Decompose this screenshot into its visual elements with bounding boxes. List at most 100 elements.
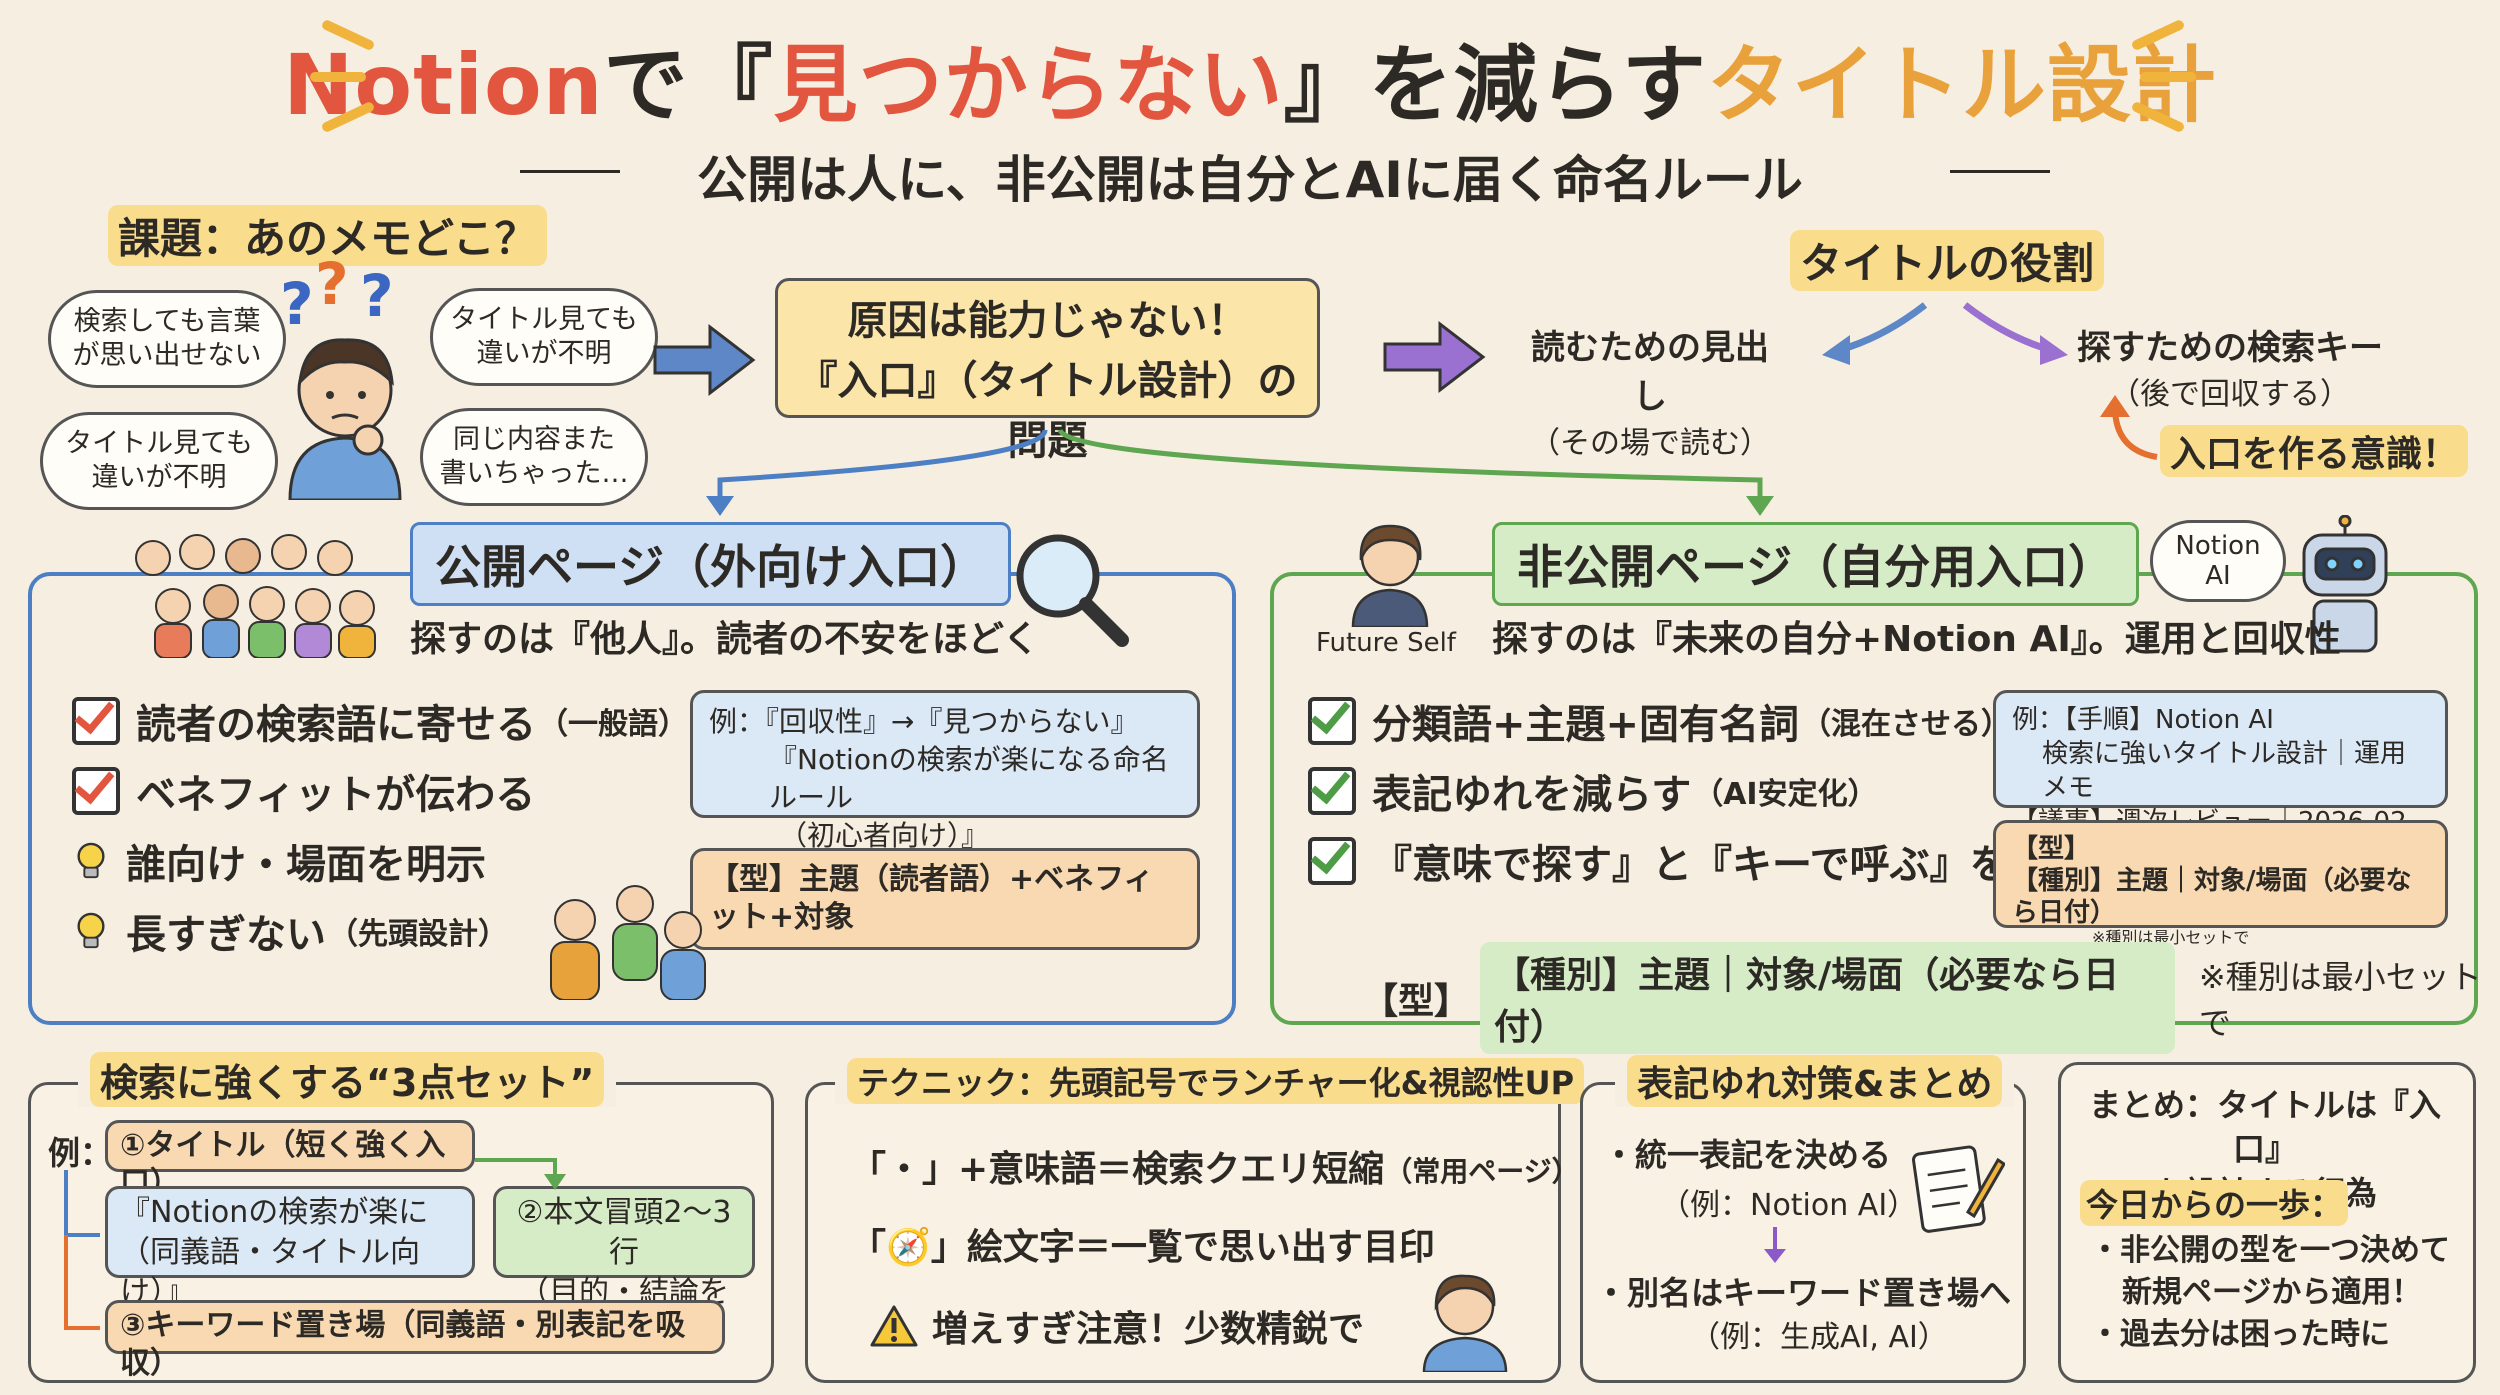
public-item-text: 誰向け・場面を明示: [126, 842, 486, 888]
role-heading-text: タイトルの役割: [1790, 230, 2105, 291]
private-heading: 非公開ページ（自分用入口）: [1492, 522, 2140, 606]
search-role-title: 探すための検索キー: [2077, 328, 2383, 368]
technique-line1-note: （常用ページ）: [1384, 1155, 1580, 1188]
thought-bubble: タイトル見ても 違いが不明: [40, 412, 278, 510]
technique-line2-text: 絵文字＝一覧で思い出す目印: [966, 1227, 1435, 1268]
question-mark-icon: ?: [280, 270, 314, 338]
read-role-sub: （その場で読む）: [1530, 426, 1770, 461]
three-set-heading-text: 検索に強くする“3点セット”: [90, 1052, 605, 1107]
thinking-person-icon: [1422, 1274, 1508, 1372]
technique-line3-text: 増えすぎ注意！少数精鋭で: [932, 1309, 1365, 1350]
three-set-connector-arrows: [64, 1158, 566, 1330]
summary-line1: まとめ：タイトルは『入口』: [2088, 1086, 2441, 1168]
public-heading: 公開ページ（外向け入口）: [410, 522, 1012, 606]
private-template-label: 【型】: [2012, 834, 2091, 864]
crowd-icon: [135, 534, 376, 658]
subtitle: 公開は人に、非公開は自分とAIに届く命名ルール: [697, 151, 1803, 209]
subtitle-rule-right: [1950, 170, 2050, 173]
three-set-step1: ①タイトル（短く強く入口）: [105, 1120, 475, 1201]
read-role: 読むための見出し （その場で読む）: [1520, 320, 1780, 462]
problem-heading: 課題：あのメモどこ？: [108, 205, 547, 266]
check-icon: [72, 767, 120, 815]
lightbulb-icon: [77, 842, 105, 879]
future-self-person-icon: [1351, 524, 1429, 627]
thought-bubble: タイトル見ても 違いが不明: [430, 288, 658, 386]
search-role: 探すための検索キー （後で回収する）: [2060, 320, 2400, 413]
title-de: で『: [603, 36, 774, 134]
technique-heading-text: テクニック：先頭記号でランチャー化&視認性UP: [847, 1058, 1585, 1104]
variation-heading-text: 表記ゆれ対策&まとめ: [1627, 1055, 2003, 1107]
discussion-people-icon: [550, 885, 706, 1000]
summary-step-heading-text: 今日からの一歩：: [2080, 1180, 2349, 1226]
variation-card: [1580, 1082, 2026, 1383]
three-set-step1-detail: 『Notionの検索が楽に （同義語・タイトル向け）』: [105, 1186, 475, 1310]
private-item-note: （AI安定化）: [1693, 777, 1878, 812]
public-item-text: 長すぎない: [126, 912, 326, 958]
public-item: 長すぎない（先頭設計）: [72, 902, 508, 960]
public-item: ベネフィットが伝わる: [72, 762, 535, 820]
public-item-text: 読者の検索語に寄せる: [136, 702, 536, 748]
technique-card: [805, 1082, 1561, 1383]
arrow-right-icon: [1383, 320, 1486, 394]
subtitle-rule-left: [520, 170, 620, 173]
private-bottom-template-text: 【種別】主題｜対象/場面（必要なら日付）: [1480, 942, 2175, 1054]
summary-step2: ・過去分は困った時に: [2090, 1317, 2390, 1352]
variation-heading: 表記ゆれ対策&まとめ: [1615, 1055, 2015, 1107]
summary-step-heading: 今日からの一歩：: [2080, 1180, 2349, 1226]
private-example-box: 例：【手順】Notion AI 検索に強いタイトル設計｜運用メモ 【議事】週次レ…: [1993, 690, 2448, 871]
arrow-up-icon: [2100, 395, 2158, 460]
variation-point2: ・別名はキーワード置き場へ: [1595, 1274, 2012, 1312]
check-icon: [1308, 767, 1356, 815]
check-icon: [1308, 837, 1356, 885]
branch-arrows: [706, 428, 1774, 516]
technique-line3: 増えすぎ注意！少数精鋭で: [870, 1300, 1364, 1352]
read-role-title: 読むための見出し: [1531, 328, 1769, 417]
thought-bubble: 検索しても言葉 が思い出せない: [48, 290, 286, 388]
private-bottom-template: 【型】 【種別】主題｜対象/場面（必要なら日付） ※種別は最小セットで: [1362, 942, 2500, 1054]
notepad-pen-icon: [1912, 1145, 2005, 1233]
private-example-line: 例：【手順】Notion AI: [2012, 705, 2274, 735]
private-example-line: 検索に強いタイトル設計｜運用メモ: [2042, 739, 2407, 803]
public-who: 探すのは『他人』。読者の不安をほどく: [410, 619, 1039, 660]
magnifier-icon: [1016, 534, 1129, 647]
lightbulb-icon: [77, 912, 105, 949]
public-item: 誰向け・場面を明示: [72, 832, 486, 890]
compass-icon: 「🧭」: [850, 1227, 967, 1268]
thought-bubble: 同じ内容また 書いちゃった…: [420, 408, 648, 506]
private-item: 表記ゆれを減らす（AI安定化）: [1308, 762, 1878, 820]
summary-step1: ・非公開の型を一つ決めて: [2090, 1233, 2450, 1268]
summary-steps: ・非公開の型を一つ決めて 新規ページから適用！ ・過去分は困った時に: [2090, 1230, 2450, 1356]
notion-ai-bubble: Notion AI: [2150, 520, 2286, 602]
variation-point1: ・統一表記を決める: [1603, 1136, 1892, 1174]
robot-icon: [2302, 515, 2388, 653]
private-item-text: 分類語+主題+固有名詞: [1372, 702, 1800, 748]
check-icon: [1308, 697, 1356, 745]
private-item-text: 表記ゆれを減らす: [1372, 772, 1692, 818]
role-heading: タイトルの役割: [1790, 230, 2105, 291]
title-mitsukaranai: 見つからない: [773, 36, 1284, 134]
search-role-sub: （後で回収する）: [2110, 377, 2350, 412]
entrance-note-text: 入口を作る意識！: [2160, 425, 2469, 477]
burst-icon: [2140, 72, 2196, 82]
three-set-step3: ③キーワード置き場（同義語・別表記を吸収）: [105, 1300, 725, 1381]
arrow-down-right-icon: [1962, 302, 2068, 365]
three-set-heading: 検索に強くする“3点セット”: [78, 1052, 617, 1107]
public-template-box: 【型】主題（読者語）+ベネフィット+対象: [690, 848, 1200, 950]
public-item-note: （一般語）: [538, 707, 688, 742]
private-heading-text: 非公開ページ（自分用入口）: [1492, 522, 2140, 606]
burst-icon: [310, 72, 366, 82]
public-example-box: 例：『回収性』→『見つからない』 『Notionの検索が楽になる命名ルール （初…: [690, 690, 1200, 852]
cause-line1: 原因は能力じゃない！: [847, 298, 1248, 344]
private-item: 分類語+主題+固有名詞（混在させる）: [1308, 692, 2011, 750]
arrow-down-left-icon: [1822, 302, 1928, 365]
private-bottom-note: ※種別は最小セットで: [2198, 958, 2482, 1042]
private-template-line: 【種別】主題｜対象/場面（必要なら日付）: [2012, 866, 2412, 928]
summary-step1b: 新規ページから適用！: [2122, 1275, 2422, 1310]
variation-point1-example: （例：Notion AI）: [1660, 1188, 1918, 1223]
private-item-note: （混在させる）: [1801, 707, 2012, 742]
public-heading-text: 公開ページ（外向け入口）: [410, 522, 1012, 606]
cause-line2: 『入口』（タイトル設計）の問題: [797, 358, 1298, 464]
title-herasu: 』を減らす: [1283, 36, 1707, 134]
title-sekkei: タイトル設計: [1706, 36, 2217, 134]
public-example-line: 『Notionの検索が楽になる命名ルール: [769, 743, 1169, 814]
